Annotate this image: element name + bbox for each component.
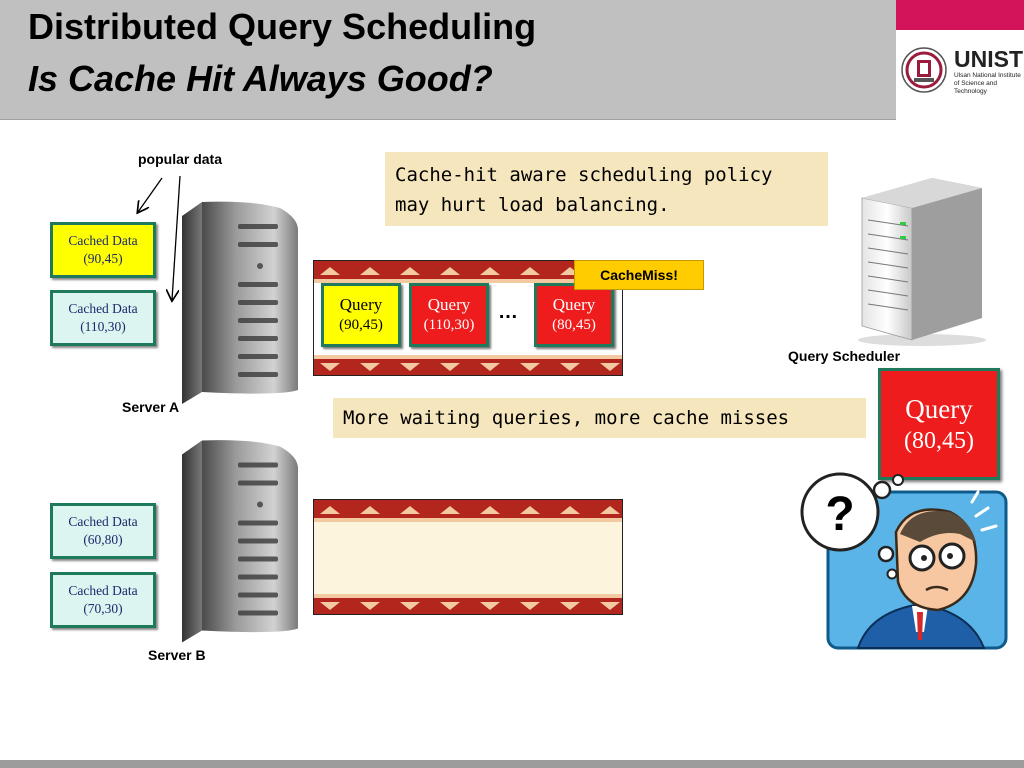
query-box: Query (80,45) — [534, 283, 614, 347]
cached-data-label: Cached Data — [68, 300, 137, 318]
queue-border-bottom — [314, 594, 623, 615]
query-label: Query — [340, 295, 382, 315]
query-value: (90,45) — [339, 315, 383, 335]
cache-miss-label: CacheMiss! — [574, 260, 704, 290]
query-label: Query — [905, 392, 972, 426]
confused-person-icon: ? — [800, 472, 1012, 652]
footer-bar — [0, 760, 1024, 768]
cached-data-label: Cached Data — [68, 582, 137, 600]
question-mark: ? — [825, 488, 854, 541]
note-cache-misses-text: More waiting queries, more cache misses — [343, 407, 789, 429]
note-load-balancing: Cache-hit aware scheduling policy may hu… — [385, 152, 828, 226]
query-box: Query (90,45) — [321, 283, 401, 347]
cached-data-value: (70,30) — [83, 600, 122, 618]
queue-ellipsis: … — [498, 301, 518, 324]
server-b-icon — [180, 436, 300, 646]
cached-data-value: (60,80) — [83, 531, 122, 549]
cached-data-label: Cached Data — [68, 513, 137, 531]
queue-border-bottom — [314, 355, 623, 376]
cached-data-label: Cached Data — [68, 232, 137, 250]
cached-data-value: (90,45) — [83, 250, 122, 268]
cached-data-box: Cached Data (60,80) — [50, 503, 156, 559]
server-b-label: Server B — [148, 647, 206, 663]
cached-data-box: Cached Data (70,30) — [50, 572, 156, 628]
note-load-balancing-text: Cache-hit aware scheduling policy may hu… — [395, 164, 773, 216]
server-b-queue — [313, 499, 623, 615]
query-label: Query — [553, 295, 595, 315]
query-value: (80,45) — [904, 426, 974, 456]
cached-data-value: (110,30) — [80, 318, 126, 336]
incoming-query-box: Query (80,45) — [878, 368, 1000, 480]
queue-empty-area — [314, 522, 623, 594]
cached-data-box: Cached Data (90,45) — [50, 222, 156, 278]
server-a-label: Server A — [122, 399, 179, 415]
note-cache-misses: More waiting queries, more cache misses — [333, 398, 866, 438]
queue-border-top — [314, 500, 623, 522]
query-value: (80,45) — [552, 315, 596, 335]
server-a-icon — [180, 200, 300, 405]
cached-data-box: Cached Data (110,30) — [50, 290, 156, 346]
query-label: Query — [428, 295, 470, 315]
query-scheduler-icon — [852, 168, 992, 348]
query-value: (110,30) — [424, 315, 475, 335]
query-box: Query (110,30) — [409, 283, 489, 347]
query-scheduler-label: Query Scheduler — [788, 348, 900, 364]
